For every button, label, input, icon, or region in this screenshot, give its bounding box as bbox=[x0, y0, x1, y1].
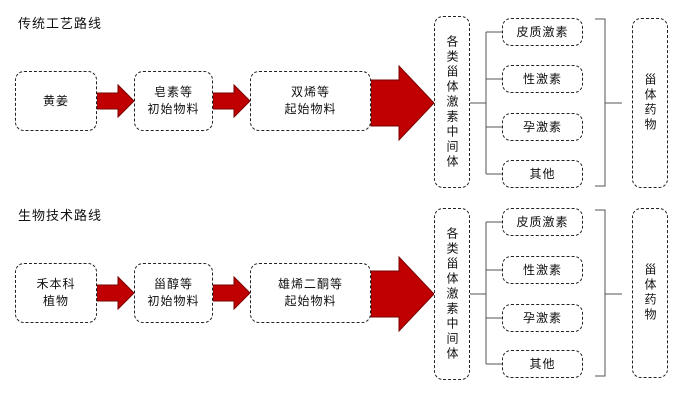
starting-material-box: 雄烯二酮等 起始物料 bbox=[250, 263, 371, 323]
section-title: 传统工艺路线 bbox=[18, 17, 103, 32]
section-title: 生物技术路线 bbox=[18, 209, 103, 224]
product-box: 孕激素 bbox=[502, 113, 583, 141]
starting-material-line: 双烯等 bbox=[290, 85, 330, 99]
branch-connector bbox=[470, 221, 502, 365]
product-label: 其他 bbox=[529, 166, 556, 181]
product-box: 性激素 bbox=[502, 65, 583, 93]
product-label: 孕激素 bbox=[522, 119, 562, 134]
big-flow-arrow bbox=[370, 64, 435, 142]
source-label: 植物 bbox=[42, 294, 69, 308]
starting-material-line: 起始物料 bbox=[284, 102, 337, 116]
product-box: 孕激素 bbox=[502, 304, 583, 332]
initial-material-line: 皂素等 bbox=[153, 85, 193, 99]
result-box: 甾体药物 bbox=[632, 208, 668, 378]
starting-material-box: 双烯等 起始物料 bbox=[250, 71, 371, 131]
product-label: 性激素 bbox=[522, 262, 562, 277]
product-box: 其他 bbox=[502, 160, 583, 188]
source-label: 黄姜 bbox=[42, 93, 69, 108]
product-label: 孕激素 bbox=[522, 310, 562, 325]
result-label: 甾体药物 bbox=[643, 73, 657, 133]
big-flow-arrow bbox=[370, 255, 435, 333]
product-box: 性激素 bbox=[502, 256, 583, 284]
bracket bbox=[595, 18, 622, 187]
intermediate-label: 各类甾体激素中间体 bbox=[445, 226, 459, 362]
intermediate-box: 各类甾体激素中间体 bbox=[434, 16, 470, 188]
initial-material-box: 皂素等 初始物料 bbox=[134, 71, 213, 131]
bracket bbox=[595, 209, 622, 377]
intermediate-label: 各类甾体激素中间体 bbox=[445, 34, 459, 170]
branch-connector bbox=[470, 31, 502, 175]
result-label: 甾体药物 bbox=[643, 263, 657, 323]
intermediate-box: 各类甾体激素中间体 bbox=[434, 208, 470, 380]
starting-material-line: 起始物料 bbox=[284, 294, 337, 308]
flow-arrow bbox=[212, 275, 251, 311]
initial-material-line: 甾醇等 bbox=[153, 277, 193, 291]
flow-arrow bbox=[96, 83, 135, 119]
initial-material-box: 甾醇等 初始物料 bbox=[134, 263, 213, 323]
source-label: 禾本科 bbox=[36, 277, 76, 291]
product-label: 皮质激素 bbox=[516, 24, 569, 39]
result-box: 甾体药物 bbox=[632, 18, 668, 188]
initial-material-line: 初始物料 bbox=[147, 294, 200, 308]
product-box: 皮质激素 bbox=[502, 18, 583, 46]
initial-material-line: 初始物料 bbox=[147, 102, 200, 116]
product-box: 皮质激素 bbox=[502, 208, 583, 236]
product-label: 性激素 bbox=[522, 71, 562, 86]
product-box: 其他 bbox=[502, 350, 583, 378]
product-label: 其他 bbox=[529, 356, 556, 371]
flow-arrow bbox=[212, 83, 251, 119]
flow-arrow bbox=[96, 275, 135, 311]
starting-material-line: 雄烯二酮等 bbox=[277, 277, 343, 291]
source-box: 黄姜 bbox=[15, 71, 97, 131]
source-box: 禾本科 植物 bbox=[15, 263, 97, 323]
product-label: 皮质激素 bbox=[516, 214, 569, 229]
